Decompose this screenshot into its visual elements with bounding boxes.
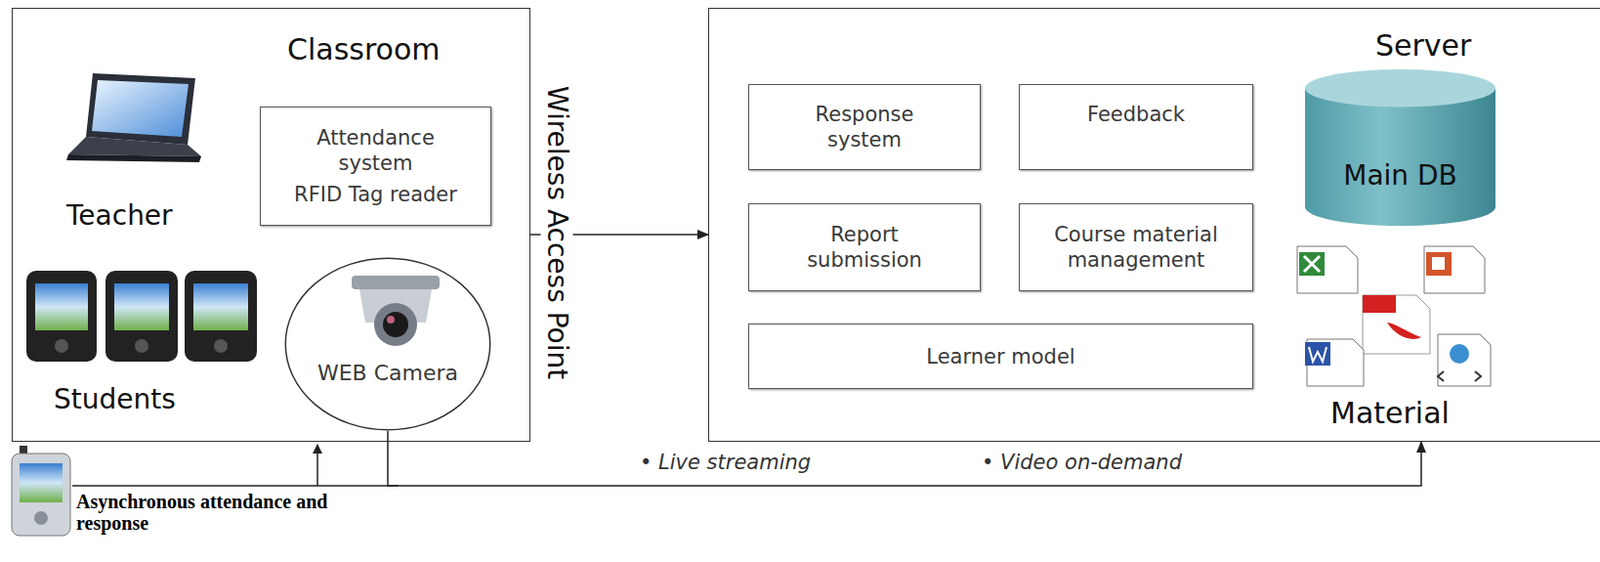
process-box: Attendance systemRFID Tag reader [259,106,492,226]
pda-icon [11,445,71,536]
stream-label: • Live streaming [639,450,811,474]
stream-label: • Video on-demand [981,450,1182,474]
file-icons [1297,246,1491,386]
process-box: Course material management [1018,203,1254,292]
connector-line [72,484,399,487]
camera-icon [351,275,440,346]
node-text: RFID Tag reader [294,181,458,208]
node-text: Course material management [1031,221,1242,273]
node-text: Response system [786,101,943,153]
connector-arrow [387,430,1422,486]
process-box: Response system [748,84,981,170]
node-text: Learner model [926,343,1075,370]
node-text: WEB Camera [317,360,459,386]
note-label: Asynchronous attendance and response [76,490,370,534]
process-box: Report submission [748,203,981,292]
region-title: Server [1375,28,1472,64]
server-region: ServerResponse system FeedbackReport subm… [708,7,1600,442]
node-text: Main DB [1343,159,1458,193]
ellipse-outline [284,256,492,431]
node-text: Attendance system [290,125,462,176]
camera-ellipse: WEB Camera [284,256,492,431]
process-box: Learner model [748,323,1254,389]
region-title: Classroom [287,32,441,68]
cylinder-outline [1305,69,1496,226]
access-point-label: Wireless Access Point [541,83,574,382]
role-label: Students [53,382,176,416]
database-cylinder: Main DB [1305,69,1496,226]
process-box: Feedback [1018,84,1254,170]
node-text: Feedback [1087,101,1185,127]
connector-line [316,444,319,486]
node-text: Report submission [791,221,938,273]
laptop-icon [66,73,202,163]
role-label: Teacher [66,199,173,232]
pda-icon [26,270,257,362]
section-label: Material [1330,395,1450,430]
